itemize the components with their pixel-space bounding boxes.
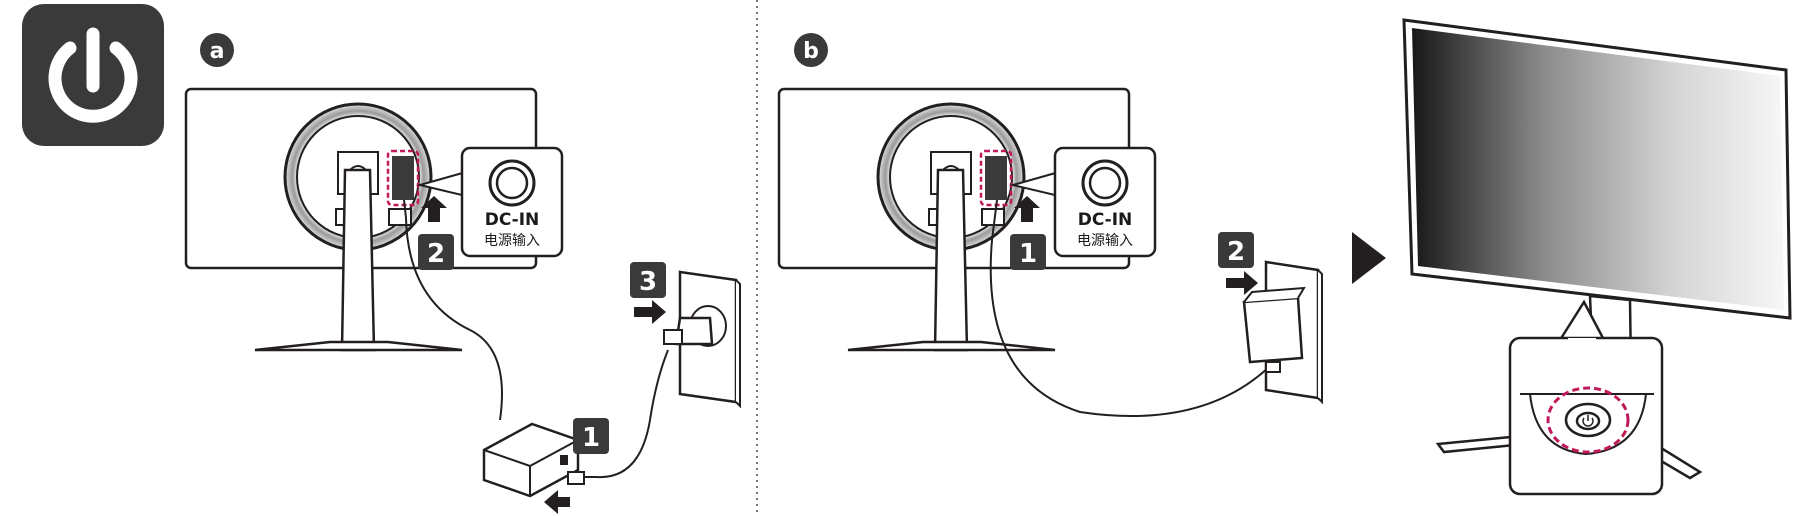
svg-text:1: 1	[582, 423, 600, 453]
stand-base	[847, 340, 1056, 352]
panel-b: b DC-IN 电源输入 1	[777, 33, 1323, 417]
joystick-highlight	[1546, 386, 1630, 454]
dc-cable	[989, 199, 1269, 417]
svg-text:1: 1	[1019, 239, 1037, 269]
step-badge: 1	[573, 418, 609, 454]
dc-in-cn-label: 电源输入	[1077, 233, 1133, 249]
insert-arrow-icon	[1014, 196, 1040, 222]
panel-a-label: a	[210, 39, 225, 64]
svg-text:2: 2	[427, 239, 445, 269]
dc-in-label: DC-IN	[485, 210, 540, 230]
insert-arrow-icon	[1226, 271, 1258, 295]
joystick-callout	[1508, 299, 1664, 496]
dc-in-label: DC-IN	[1078, 210, 1133, 230]
insert-arrow-icon	[544, 490, 570, 514]
step-badge: 1	[1010, 234, 1046, 270]
dc-in-highlight	[386, 149, 420, 207]
joystick-button-icon	[1582, 415, 1594, 427]
monitor-stand	[933, 168, 969, 352]
dc-in-port	[392, 156, 414, 200]
step-badge: 3	[630, 262, 666, 298]
monitor-stand	[340, 168, 376, 352]
panel-a-badge: a	[200, 33, 234, 67]
step-badge: 2	[1218, 232, 1254, 268]
dc-in-port	[985, 156, 1007, 200]
play-arrow-icon	[1352, 232, 1386, 284]
insert-arrow-icon	[421, 196, 447, 222]
stand-base	[254, 340, 463, 352]
panel-a: a DC-IN 电源输入 2	[184, 33, 741, 514]
step-badge: 2	[418, 234, 454, 270]
ac-cable	[580, 349, 669, 479]
ac-plug	[663, 316, 714, 346]
dc-cable	[403, 199, 503, 421]
svg-text:2: 2	[1227, 237, 1245, 267]
svg-text:3: 3	[639, 267, 657, 297]
insert-arrow-icon	[634, 300, 666, 324]
power-icon	[22, 4, 164, 146]
dc-in-cn-label: 电源输入	[484, 233, 540, 249]
panel-b-label: b	[803, 39, 819, 64]
panel-b-badge: b	[794, 33, 828, 67]
monitor-screen	[1412, 28, 1784, 310]
power-adapter	[482, 422, 580, 498]
wall-adapter	[1242, 286, 1306, 373]
